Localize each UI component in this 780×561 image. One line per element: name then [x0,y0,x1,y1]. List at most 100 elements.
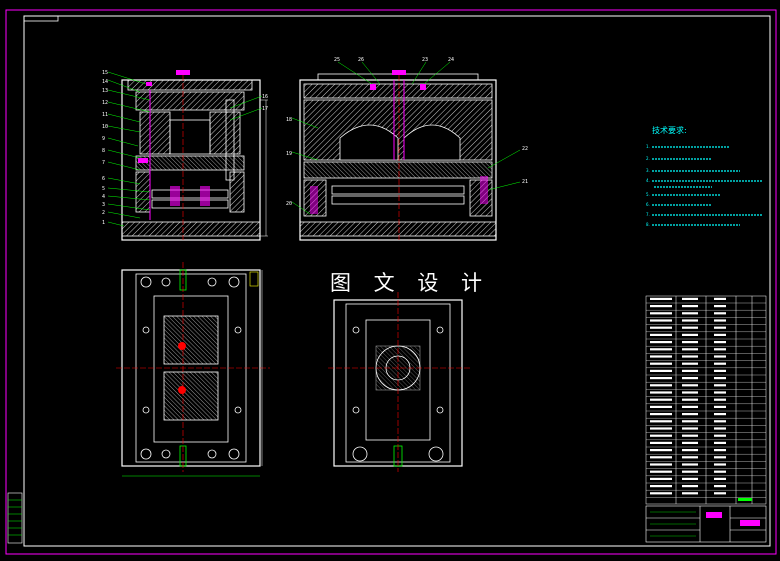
parts-list-cell-text [714,333,726,336]
plan-view-right [328,292,470,472]
tech-item: 3. [646,168,650,173]
parts-list-cell-text [682,456,698,459]
parts-list-cell-text [682,477,698,480]
parts-list-cell-text [650,297,672,300]
parts-list-cell-text [682,449,698,452]
front-view-leaders [107,71,263,227]
tech-requirements-title: 技术要求: [652,125,687,135]
parts-list-cell-text [714,398,726,401]
parts-list-cell-text [650,485,672,488]
parts-list-cell-text [714,477,726,480]
callout-number: 8 [102,148,105,154]
parts-list-cell-text [650,427,672,430]
callout-number: 18 [286,117,292,123]
tech-item: 4. [646,178,650,183]
parts-list-cell-text [682,463,698,466]
callout-number: 23 [422,57,428,63]
parts-list-cell-text [682,341,698,344]
callout-number: 6 [102,176,105,182]
parts-list-cell-text [650,420,672,423]
parts-list-cell-text [714,485,726,488]
callout-number: 22 [522,146,528,152]
parts-list-cell-text [714,492,726,495]
parts-list-cell-text [682,362,698,365]
callout-number: 5 [102,186,105,192]
watermark-text: 图 文 设 计 [330,271,490,295]
tech-item: 1. [646,144,650,149]
parts-list-cell-text [682,305,698,308]
callout-number: 21 [522,179,528,185]
callout-number: 16 [262,94,268,100]
parts-list-cell-text [682,348,698,351]
parts-list-cell-text [650,441,672,444]
parts-list-cell-text [682,355,698,358]
side-view-leaders [291,61,521,215]
front-section-view [121,70,268,241]
parts-list-cell-text [682,485,698,488]
parts-list-cell-text [682,297,698,300]
parts-list-cell-text [650,348,672,351]
left-strip-box [7,492,23,544]
title-block [645,505,767,543]
parts-list-cell-text [682,492,698,495]
parts-list-cell-text [682,413,698,416]
parts-list-cell-text [650,341,672,344]
tech-requirements-list: 1. 2. 3. 4. 5. 6. 7. 8. [646,144,650,227]
parts-list-cell-text [650,377,672,380]
callout-number: 11 [102,112,108,118]
parts-list-cell-text [650,470,672,473]
parts-list-cell-text [650,492,672,495]
parts-list-cell-text [650,319,672,322]
parts-list-cell-text [650,398,672,401]
tech-item: 7. [646,212,650,217]
parts-list-cell-text [650,449,672,452]
parts-list-cell-text [714,456,726,459]
parts-list-cell-text [714,319,726,322]
corner-tab [23,15,59,22]
parts-list-cell-text [682,420,698,423]
parts-list-cell-text [714,413,726,416]
parts-list-cell-text [650,369,672,372]
parts-list-cell-text [650,305,672,308]
parts-list-cell-text [714,405,726,408]
parts-list-cell-text [714,297,726,300]
parts-list-cell-text [714,434,726,437]
parts-list-cell-text [650,456,672,459]
side-section-view [299,70,497,241]
parts-list-cell-text [714,463,726,466]
callout-number: 14 [102,79,108,85]
callout-number: 20 [286,201,292,207]
parts-list-cell-text [682,427,698,430]
parts-list-cell-text [650,312,672,315]
parts-list-cell-text [650,333,672,336]
callout-number: 4 [102,194,105,200]
parts-list-cell-text [714,427,726,430]
title-block-stamp [706,512,722,518]
tech-item: 2. [646,156,650,161]
parts-list-cell-text [650,413,672,416]
parts-list-cell-text [650,391,672,394]
callout-number: 24 [448,57,454,63]
parts-list-cell-text [714,341,726,344]
callout-number: 10 [102,124,108,130]
parts-list-cell-text [682,441,698,444]
parts-list-cell-text [682,326,698,329]
tech-item: 5. [646,192,650,197]
callouts-side-view: 25 26 23 24 18 19 20 22 21 [286,57,528,207]
parts-list-cell-text [714,369,726,372]
parts-list-cell-text [714,355,726,358]
parts-list-cell-text [714,312,726,315]
parts-list-cell-text [714,470,726,473]
parts-list-rows [646,297,766,498]
callout-number: 25 [334,57,340,63]
parts-list-cell-text [682,391,698,394]
parts-list-cell-text [650,355,672,358]
parts-list-cell-text [714,420,726,423]
parts-list-cell-text [714,391,726,394]
callout-number: 12 [102,100,108,106]
parts-list-cell-text [650,463,672,466]
parts-list-cell-text [650,384,672,387]
parts-list-cell-text [650,362,672,365]
